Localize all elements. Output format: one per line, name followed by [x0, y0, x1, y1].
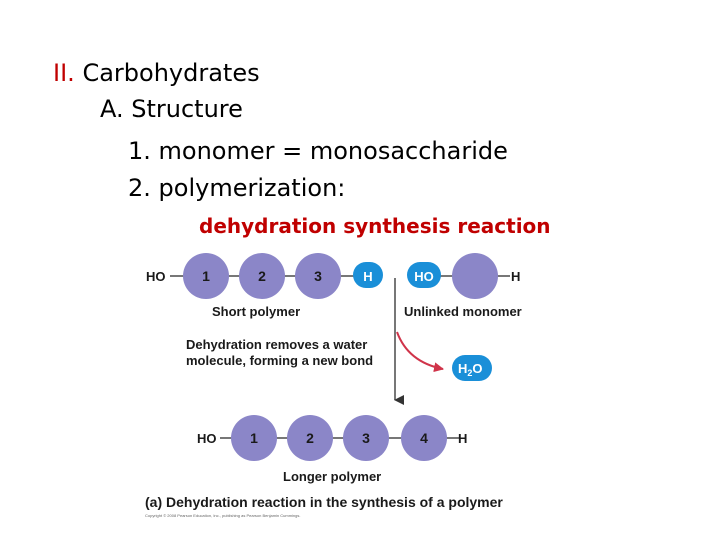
- heading-text: Carbohydrates: [82, 59, 260, 87]
- monomer-1-bottom-label: 1: [250, 430, 258, 446]
- unlinked-monomer-label: Unlinked monomer: [404, 304, 522, 319]
- water-pill: [452, 355, 492, 381]
- outline-item-polymerization: 2. polymerization:: [128, 174, 346, 202]
- h-end-label-bottom: H: [458, 431, 467, 446]
- outline-heading: II. Carbohydrates: [53, 61, 260, 85]
- monomer-3-bottom: [343, 415, 389, 461]
- water-label: H2O: [458, 361, 483, 378]
- monomer-4-bottom-label: 4: [420, 430, 428, 446]
- short-polymer-chain: HO 1 2 3 H: [146, 253, 383, 299]
- longer-polymer-label: Longer polymer: [283, 469, 381, 484]
- hydrogen-label: H: [363, 269, 372, 284]
- monomer-3-bottom-label: 3: [362, 430, 370, 446]
- unlinked-monomer: HO H: [407, 253, 520, 299]
- ho-end-label-bottom: HO: [197, 431, 217, 446]
- monomer-3: [295, 253, 341, 299]
- heading-numeral: II.: [53, 59, 75, 87]
- longer-polymer-chain: HO 1 2 3 4 H: [197, 415, 467, 461]
- unlinked-monomer-circle: [452, 253, 498, 299]
- h-end-label: H: [511, 269, 520, 284]
- monomer-1-bottom: [231, 415, 277, 461]
- dehydration-note-line-1: Dehydration removes a water: [186, 337, 367, 352]
- reaction-title: dehydration synthesis reaction: [199, 214, 551, 238]
- figure-caption: (a) Dehydration reaction in the synthesi…: [145, 494, 503, 510]
- monomer-1: [183, 253, 229, 299]
- monomer-3-label: 3: [314, 268, 322, 284]
- outline-subheading: A. Structure: [100, 95, 243, 123]
- water-release-arrow: [396, 331, 444, 373]
- monomer-4-bottom: [401, 415, 447, 461]
- dehydration-diagram: HO 1 2 3 H HO H Short polymer Unlinked m…: [145, 253, 522, 518]
- ho-pill: [407, 262, 441, 288]
- ho-end-label: HO: [146, 269, 166, 284]
- monomer-2-label: 2: [258, 268, 266, 284]
- short-polymer-label: Short polymer: [212, 304, 300, 319]
- outline-item-monomer: 1. monomer = monosaccharide: [128, 137, 508, 165]
- monomer-2-bottom-label: 2: [306, 430, 314, 446]
- water-molecule: H2O: [452, 355, 492, 381]
- monomer-2-bottom: [287, 415, 333, 461]
- monomer-1-label: 1: [202, 268, 210, 284]
- copyright-text: Copyright © 2008 Pearson Education, Inc.…: [145, 513, 300, 518]
- hydrogen-pill: [353, 262, 383, 288]
- monomer-2: [239, 253, 285, 299]
- ho-pill-label: HO: [414, 269, 434, 284]
- dehydration-note-line-2: molecule, forming a new bond: [186, 353, 373, 368]
